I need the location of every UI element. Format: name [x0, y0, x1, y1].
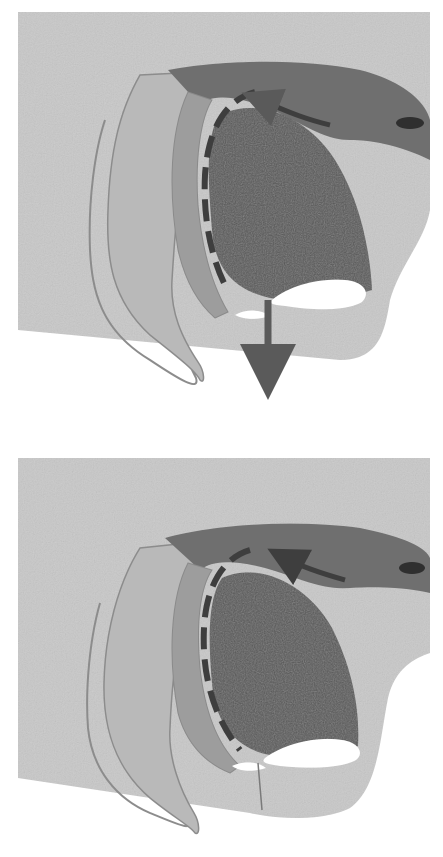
nasal-slit	[396, 117, 424, 129]
mouth-cross-section-closed	[0, 428, 443, 857]
mouth-cross-section-open	[0, 0, 443, 428]
nasal-slit	[399, 562, 425, 574]
mouth-diagram-bottom	[0, 428, 443, 857]
mouth-diagram-top	[0, 0, 443, 428]
